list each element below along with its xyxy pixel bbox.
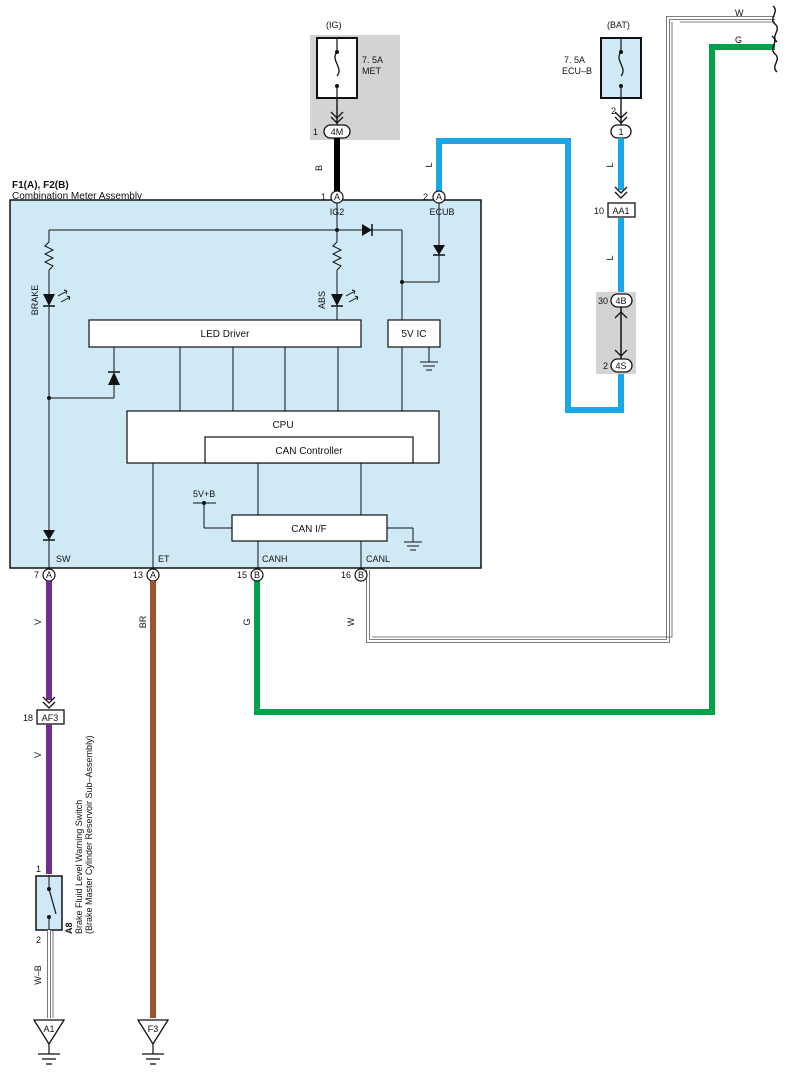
wire-wb: W–B (33, 930, 54, 1018)
w-top-label: W (735, 8, 744, 18)
cpu-label: CPU (272, 420, 293, 431)
connector-aa1-id: AA1 (612, 206, 629, 216)
pin-1-conn: A (334, 192, 340, 202)
pin-16-num: 16 (341, 570, 351, 580)
connector-1: 1 (610, 124, 632, 139)
pin-7-conn: A (46, 570, 52, 580)
junction-4b-4s: 4B 30 4S 2 (596, 292, 636, 374)
pin-2-conn: A (436, 192, 442, 202)
combination-meter: F1(A), F2(B) Combination Meter Assembly … (9, 180, 482, 569)
connector-4s-id: 4S (615, 361, 626, 371)
switch-name: Brake Fluid Level Warning Switch (74, 800, 84, 934)
connector-4b-pin: 30 (598, 296, 608, 306)
abs-lamp-label: ABS (317, 291, 327, 309)
fuse-met-rating: 7. 5A (362, 55, 383, 65)
w-wire-top: W (366, 5, 778, 643)
wire-l-label-2: L (605, 255, 615, 260)
wire-br: BR (138, 581, 156, 1018)
connector-aa1-pin: 10 (594, 206, 604, 216)
meter-subtitle: Combination Meter Assembly (12, 191, 142, 202)
fuse-ecub-name: ECU–B (562, 66, 592, 76)
fuse-met-source: (IG) (326, 20, 342, 30)
pin-canl-label: CANL (366, 554, 390, 564)
ic-5v-label: 5V IC (401, 329, 426, 340)
wire-b: B (314, 138, 340, 193)
pin-canh-label: CANH (262, 554, 288, 564)
ground-f3-label: F3 (148, 1024, 159, 1034)
can-controller-label: CAN Controller (275, 446, 343, 457)
supply-5v-label: 5V+B (193, 489, 215, 499)
fuse-met-name: MET (362, 66, 382, 76)
wire-l: L L L (424, 138, 628, 413)
wire-w-label: W (346, 617, 356, 626)
connector-af3-id: AF3 (42, 713, 59, 723)
pin-13-conn: A (150, 570, 156, 580)
meter-title: F1(A), F2(B) (12, 180, 69, 191)
fuse-met: (IG) 7. 5A MET (310, 20, 400, 140)
wire-l-label-3: L (424, 162, 434, 167)
connector-4b-id: 4B (615, 296, 626, 306)
g-top-label: G (735, 35, 742, 45)
can-if-label: CAN I/F (291, 524, 327, 535)
brake-fluid-switch: 1 2 A8 Brake Fluid Level Warning Switch … (35, 735, 94, 945)
brake-lamp-label: BRAKE (30, 285, 40, 316)
pin-sw-label: SW (56, 554, 71, 564)
wire-g-label: G (242, 618, 252, 625)
wire-br-label: BR (138, 615, 148, 628)
wire-v-label-2: V (33, 752, 43, 758)
connector-4s-pin: 2 (603, 361, 608, 371)
connector-1-id: 1 (618, 127, 623, 137)
pin-15-conn: B (254, 570, 260, 580)
pin-15-num: 15 (237, 570, 247, 580)
pin-et-label: ET (158, 554, 170, 564)
connector-4m-pin: 1 (313, 127, 318, 137)
switch-pin-2: 2 (36, 935, 41, 945)
ground-a1: A1 (32, 1019, 66, 1065)
connector-4m-id: 4M (331, 127, 344, 137)
pin-1-num: 1 (321, 192, 326, 202)
fuse-ecub-source: (BAT) (607, 20, 630, 30)
fuse-ecub-rating: 7. 5A (564, 55, 585, 65)
switch-code: A8 (64, 922, 74, 934)
ground-f3: F3 (136, 1019, 170, 1065)
fuse-ecub-pin: 2 (611, 106, 616, 116)
brake-led-icon: BRAKE (30, 285, 71, 316)
wire-wb-label: W–B (33, 965, 43, 985)
wire-l-label-1: L (605, 162, 615, 167)
pin-16-conn: B (358, 570, 364, 580)
wire-v-label-1: V (33, 619, 43, 625)
connector-aa1: AA1 10 (594, 202, 636, 218)
g-wire-top: G (254, 35, 778, 715)
pin-13-num: 13 (133, 570, 143, 580)
pin-2-num: 2 (423, 192, 428, 202)
ground-a1-label: A1 (43, 1024, 54, 1034)
switch-sub: (Brake Master Cylinder Reservoir Sub–Ass… (84, 735, 94, 934)
abs-led-icon: ABS (317, 289, 359, 309)
switch-pin-1: 1 (36, 864, 41, 874)
pin-7-num: 7 (34, 570, 39, 580)
meter-bottom-pins: A 7 A 13 B 15 B 16 (34, 568, 368, 582)
wire-v: V AF3 18 V (23, 581, 65, 874)
led-driver-label: LED Driver (201, 329, 251, 340)
connector-af3-pin: 18 (23, 713, 33, 723)
fuse-ecub: (BAT) 7. 5A ECU–B 2 (562, 20, 642, 125)
wire-b-label: B (314, 165, 324, 171)
pin-ecub-label: ECUB (429, 207, 454, 217)
